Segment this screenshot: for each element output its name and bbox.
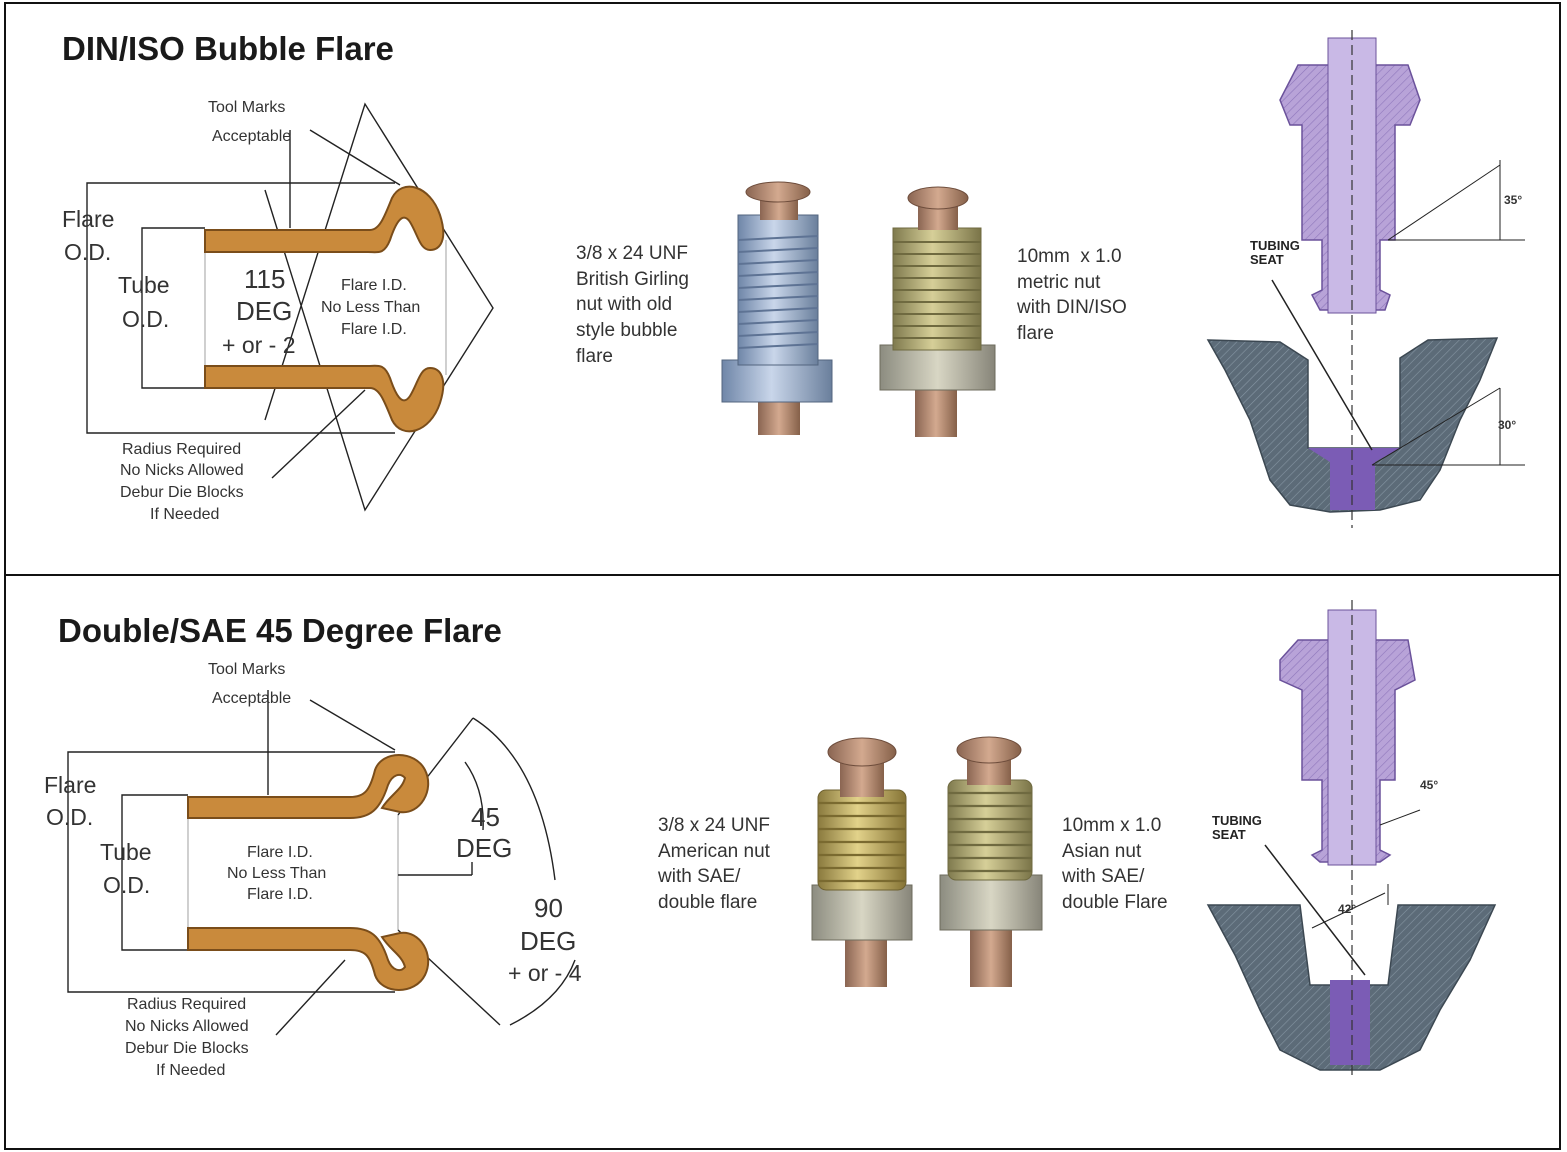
flare-id-label-bottom: Flare I.D. — [247, 844, 313, 861]
tool-marks-label-bottom: Tool Marks — [208, 661, 286, 678]
angle-90-value: 90 — [534, 893, 563, 923]
sae-flare-tube — [187, 754, 430, 991]
tool-marks-label: Tool Marks — [208, 99, 286, 116]
angle-115-unit: DEG — [236, 296, 293, 326]
din-panel-title: DIN/ISO Bubble Flare — [62, 30, 394, 67]
american-nut-photo — [811, 737, 913, 987]
tube-od-label-bottom: Tube — [100, 839, 152, 865]
angle-35-label: 35° — [1504, 193, 1523, 207]
if-needed-label: If Needed — [150, 506, 220, 523]
girling-nut-photo — [721, 181, 833, 435]
no-nicks-label: No Nicks Allowed — [120, 462, 244, 479]
bubble-flare-drawing — [86, 102, 494, 512]
angle-45-seat-label: 45° — [1420, 778, 1439, 792]
flare-id-label-bottom-2: No Less Than — [227, 865, 327, 882]
acceptable-label-bottom: Acceptable — [212, 690, 292, 707]
sae-panel-title: Double/SAE 45 Degree Flare — [58, 612, 502, 649]
debur-label-bottom: Debur Die Blocks — [125, 1040, 249, 1057]
angle-90-tolerance: + or - 4 — [508, 960, 582, 986]
debur-label: Debur Die Blocks — [120, 484, 244, 501]
acceptable-label: Acceptable — [212, 128, 292, 145]
din-seat-cross-section — [1206, 30, 1525, 528]
flare-od-label-bottom-2: O.D. — [46, 804, 94, 830]
angle-45-value: 45 — [471, 802, 500, 832]
flare-od-label-bottom: Flare — [44, 772, 97, 798]
flare-od-label-2: O.D. — [64, 239, 112, 265]
angle-45-unit: DEG — [456, 833, 513, 863]
angle-115-value: 115 — [244, 264, 286, 294]
angle-90-unit: DEG — [520, 926, 577, 956]
if-needed-label-bottom: If Needed — [156, 1062, 226, 1079]
flare-od-label: Flare — [62, 206, 115, 232]
flare-id-label-bottom-3: Flare I.D. — [247, 886, 313, 903]
metric-nut-caption: 10mm x 1.0 metric nut with DIN/ISO flare — [1017, 246, 1127, 344]
asian-nut-photo — [939, 736, 1043, 987]
angle-30-label: 30° — [1498, 418, 1517, 432]
angle-115-tolerance: + or - 2 — [222, 332, 296, 358]
tubing-seat-label: TUBING SEAT — [1250, 238, 1300, 268]
tube-od-label-bottom-2: O.D. — [103, 872, 151, 898]
metric-nut-photo — [879, 186, 996, 437]
sae-seat-cross-section — [1206, 600, 1497, 1080]
no-nicks-label-bottom: No Nicks Allowed — [125, 1018, 249, 1035]
flare-id-label: Flare I.D. — [341, 277, 407, 294]
flare-id-label-3: Flare I.D. — [341, 321, 407, 338]
tubing-seat-label-bottom: TUBING SEAT — [1212, 813, 1262, 843]
radius-required-label-bottom: Radius Required — [127, 996, 247, 1013]
girling-nut-caption: 3/8 x 24 UNF British Girling nut with ol… — [576, 243, 689, 367]
bubble-flare-tube — [204, 185, 445, 433]
angle-42-label: 42° — [1338, 902, 1357, 916]
flare-id-label-2: No Less Than — [321, 299, 421, 316]
tube-od-label-2: O.D. — [122, 306, 170, 332]
american-nut-caption: 3/8 x 24 UNF American nut with SAE/ doub… — [658, 815, 770, 913]
tube-od-label: Tube — [118, 272, 170, 298]
asian-nut-caption: 10mm x 1.0 Asian nut with SAE/ double Fl… — [1062, 815, 1168, 913]
radius-required-label: Radius Required — [122, 441, 242, 458]
